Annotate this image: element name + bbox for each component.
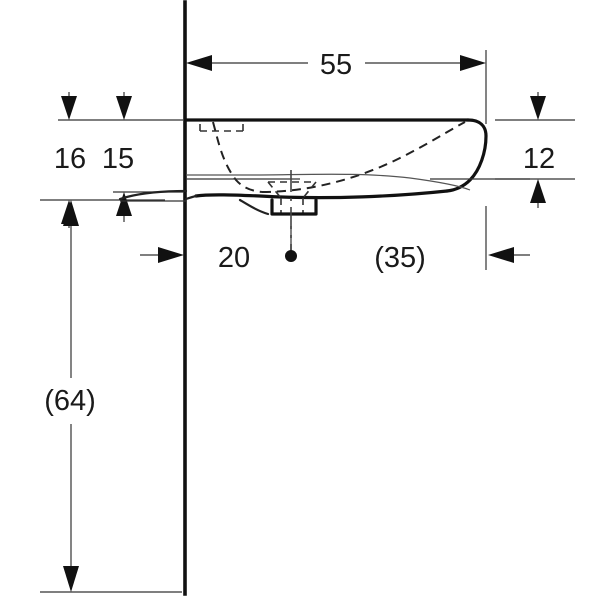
- arrowhead-64-top: [63, 200, 79, 226]
- dimension-label-15: 15: [102, 143, 134, 175]
- arrowhead-15-bottom: [116, 192, 132, 216]
- dimension-label-35: (35): [374, 242, 426, 274]
- basin-underside-to-wall: [184, 194, 198, 201]
- arrowhead-64-bottom: [63, 566, 79, 592]
- waste-funnel-right-hidden: [302, 181, 317, 199]
- dimension-label-20: 20: [218, 242, 250, 274]
- arrowhead-35-pointing-front: [488, 247, 514, 263]
- arrowhead-12-top: [530, 96, 546, 120]
- dimension-label-16: 16: [54, 143, 86, 175]
- arrowhead-20-pointing-wall: [158, 247, 184, 263]
- drain-center-dot-marker: [285, 250, 297, 262]
- basin-front-rim-curve: [445, 118, 488, 193]
- waste-funnel-left-hidden: [267, 181, 282, 199]
- dimension-label-12: 12: [523, 143, 555, 175]
- dimension-label-64: (64): [44, 385, 96, 417]
- bowl-inner-surface-hidden: [261, 121, 466, 193]
- bowl-back-wall-hidden: [212, 121, 263, 193]
- basin-left-apron-top: [118, 189, 188, 201]
- bowl-waterline-contour: [186, 173, 471, 191]
- arrowhead-15-top: [116, 96, 132, 120]
- arrowhead-12-bottom: [530, 179, 546, 203]
- arrowhead-55-right: [460, 55, 486, 71]
- arrowhead-55-left: [186, 55, 212, 71]
- basin-underside-front: [194, 189, 449, 200]
- arrowhead-16-top: [61, 96, 77, 120]
- waste-outlet-box: [270, 198, 318, 216]
- dimension-label-55: 55: [320, 49, 352, 81]
- waste-outlet-fillet: [238, 198, 270, 216]
